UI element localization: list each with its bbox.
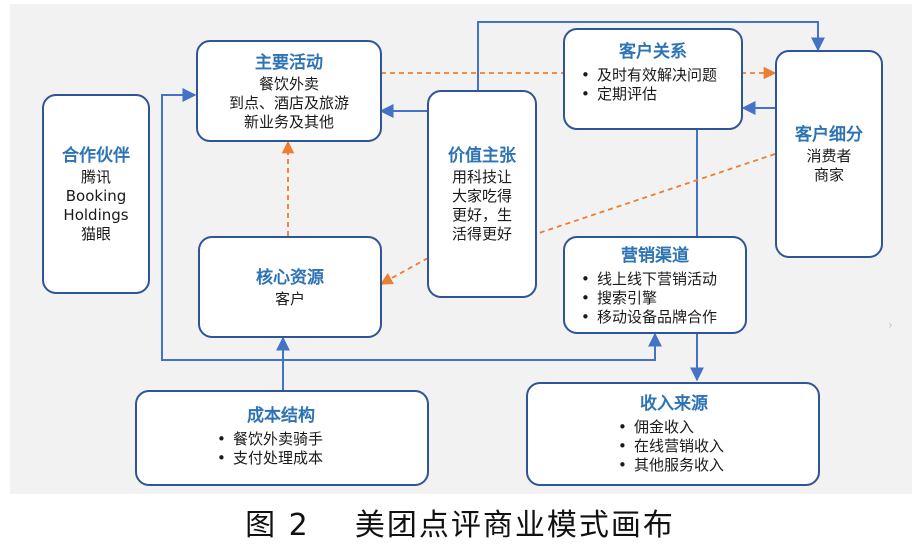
key-activities-line: 新业务及其他 (243, 112, 334, 131)
value-proposition-box: 价值主张 用科技让 大家吃得 更好，生 活得更好 (427, 90, 537, 298)
key-partners-line: Holdings (63, 206, 129, 224)
cost-structure-title: 成本结构 (247, 406, 315, 426)
value-proposition-line: 大家吃得 (451, 187, 512, 205)
dashed-value-to-resources (379, 257, 429, 285)
figure-number: 图 2 (245, 508, 310, 543)
key-activities-line: 餐饮外卖 (258, 74, 319, 93)
key-partners-line: 腾讯 (80, 168, 111, 186)
connector-partners-to-activities (161, 88, 197, 154)
cost-structure-item: 支付处理成本 (215, 449, 427, 468)
key-resources-line: 客户 (274, 289, 305, 308)
channels-title: 营销渠道 (621, 246, 689, 266)
key-partners-line: Booking (65, 187, 127, 205)
customer-segments-title: 客户细分 (795, 125, 863, 145)
value-proposition-line: 用科技让 (451, 168, 512, 186)
customer-relationships-item: 定期评估 (579, 85, 741, 104)
revenue-streams-item: 佣金收入 (616, 418, 818, 437)
value-proposition-title: 价值主张 (448, 146, 516, 166)
connector-value-top-to-segments (477, 21, 825, 90)
key-partners-line: 猫眼 (80, 225, 111, 243)
cost-structure-box: 成本结构 餐饮外卖骑手 支付处理成本 (135, 390, 429, 486)
key-resources-title: 核心资源 (256, 267, 324, 288)
revenue-streams-box: 收入来源 佣金收入 在线营销收入 其他服务收入 (526, 382, 820, 486)
channels-item: 线上线下营销活动 (579, 270, 745, 289)
value-proposition-line: 更好，生 (451, 206, 512, 224)
customer-segments-line: 消费者 (806, 147, 852, 165)
dashed-segments-to-value (535, 153, 776, 235)
figure-title: 美团点评商业模式画布 (354, 508, 675, 543)
revenue-streams-title: 收入来源 (640, 394, 708, 414)
channels-box: 营销渠道 线上线下营销活动 搜索引擎 移动设备品牌合作 (563, 236, 747, 334)
customer-relationships-item: 及时有效解决问题 (579, 66, 741, 85)
channels-item: 移动设备品牌合作 (579, 308, 745, 327)
value-proposition-line: 活得更好 (451, 225, 512, 243)
channels-item: 搜索引擎 (579, 289, 745, 308)
customer-relationships-box: 客户关系 及时有效解决问题 定期评估 (563, 28, 743, 130)
figure-caption: 图 2 美团点评商业模式画布 (0, 506, 920, 546)
key-activities-title: 主要活动 (255, 52, 323, 73)
key-partners-box: 合作伙伴 腾讯 Booking Holdings 猫眼 (42, 94, 150, 294)
customer-segments-line: 商家 (813, 166, 844, 184)
key-resources-box: 核心资源 客户 (198, 236, 382, 338)
key-activities-line: 到点、酒店及旅游 (228, 93, 349, 112)
key-activities-box: 主要活动 餐饮外卖 到点、酒店及旅游 新业务及其他 (196, 40, 382, 142)
revenue-streams-item: 在线营销收入 (616, 437, 818, 456)
connector-partners-to-channels (161, 154, 662, 361)
revenue-streams-item: 其他服务收入 (616, 456, 818, 475)
chevron-right-icon: › (888, 318, 893, 332)
cost-structure-item: 餐饮外卖骑手 (215, 430, 427, 449)
key-partners-title: 合作伙伴 (62, 146, 130, 166)
customer-segments-box: 客户细分 消费者 商家 (775, 50, 883, 258)
customer-relationships-title: 客户关系 (619, 42, 687, 62)
